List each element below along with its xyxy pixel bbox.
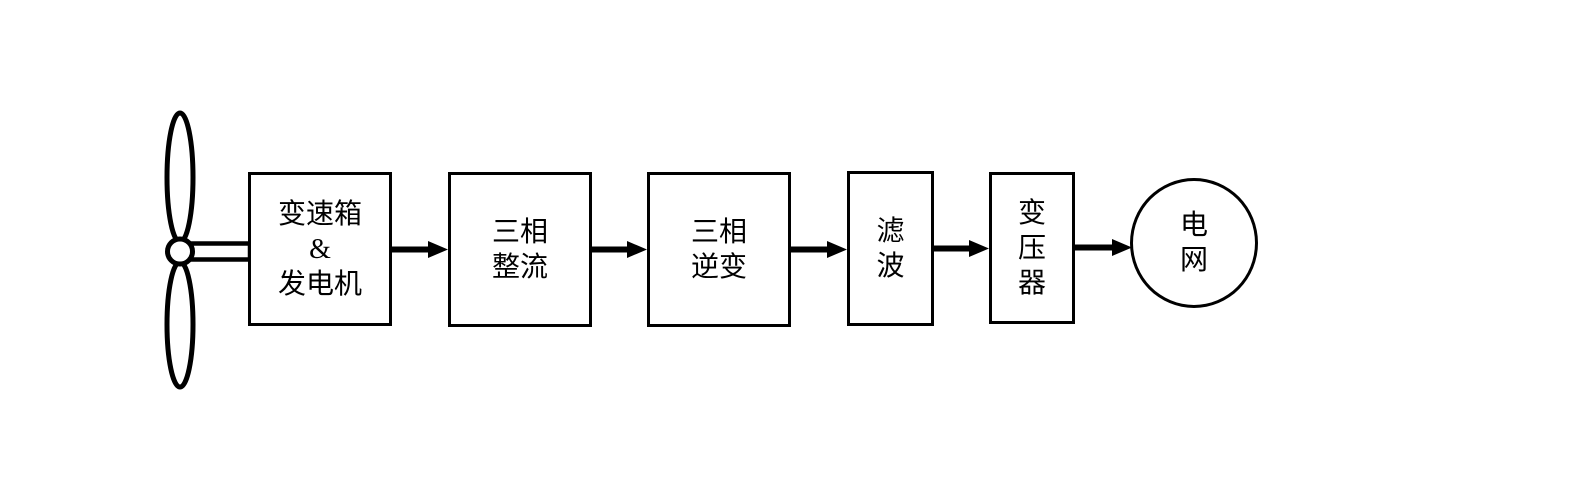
- node-filter: 滤 波: [847, 171, 934, 326]
- turbine-shaft: [187, 241, 253, 262]
- node-gearbox-generator: 变速箱 & 发电机: [248, 172, 392, 326]
- wind-turbine-icon: [164, 110, 253, 390]
- arrow-filter-to-transformer: [934, 240, 989, 257]
- node-three-phase-rectifier: 三相 整流: [448, 172, 592, 327]
- arrow-transformer-to-grid: [1075, 239, 1132, 256]
- arrow-rectifier-to-inverter: [592, 241, 647, 258]
- node-transformer: 变 压 器: [989, 172, 1075, 324]
- node-three-phase-inverter: 三相 逆变: [647, 172, 791, 327]
- arrow-gearbox-to-rectifier: [392, 241, 448, 258]
- arrow-inverter-to-filter: [791, 241, 847, 258]
- node-power-grid: 电 网: [1130, 178, 1258, 308]
- turbine-hub: [165, 236, 195, 267]
